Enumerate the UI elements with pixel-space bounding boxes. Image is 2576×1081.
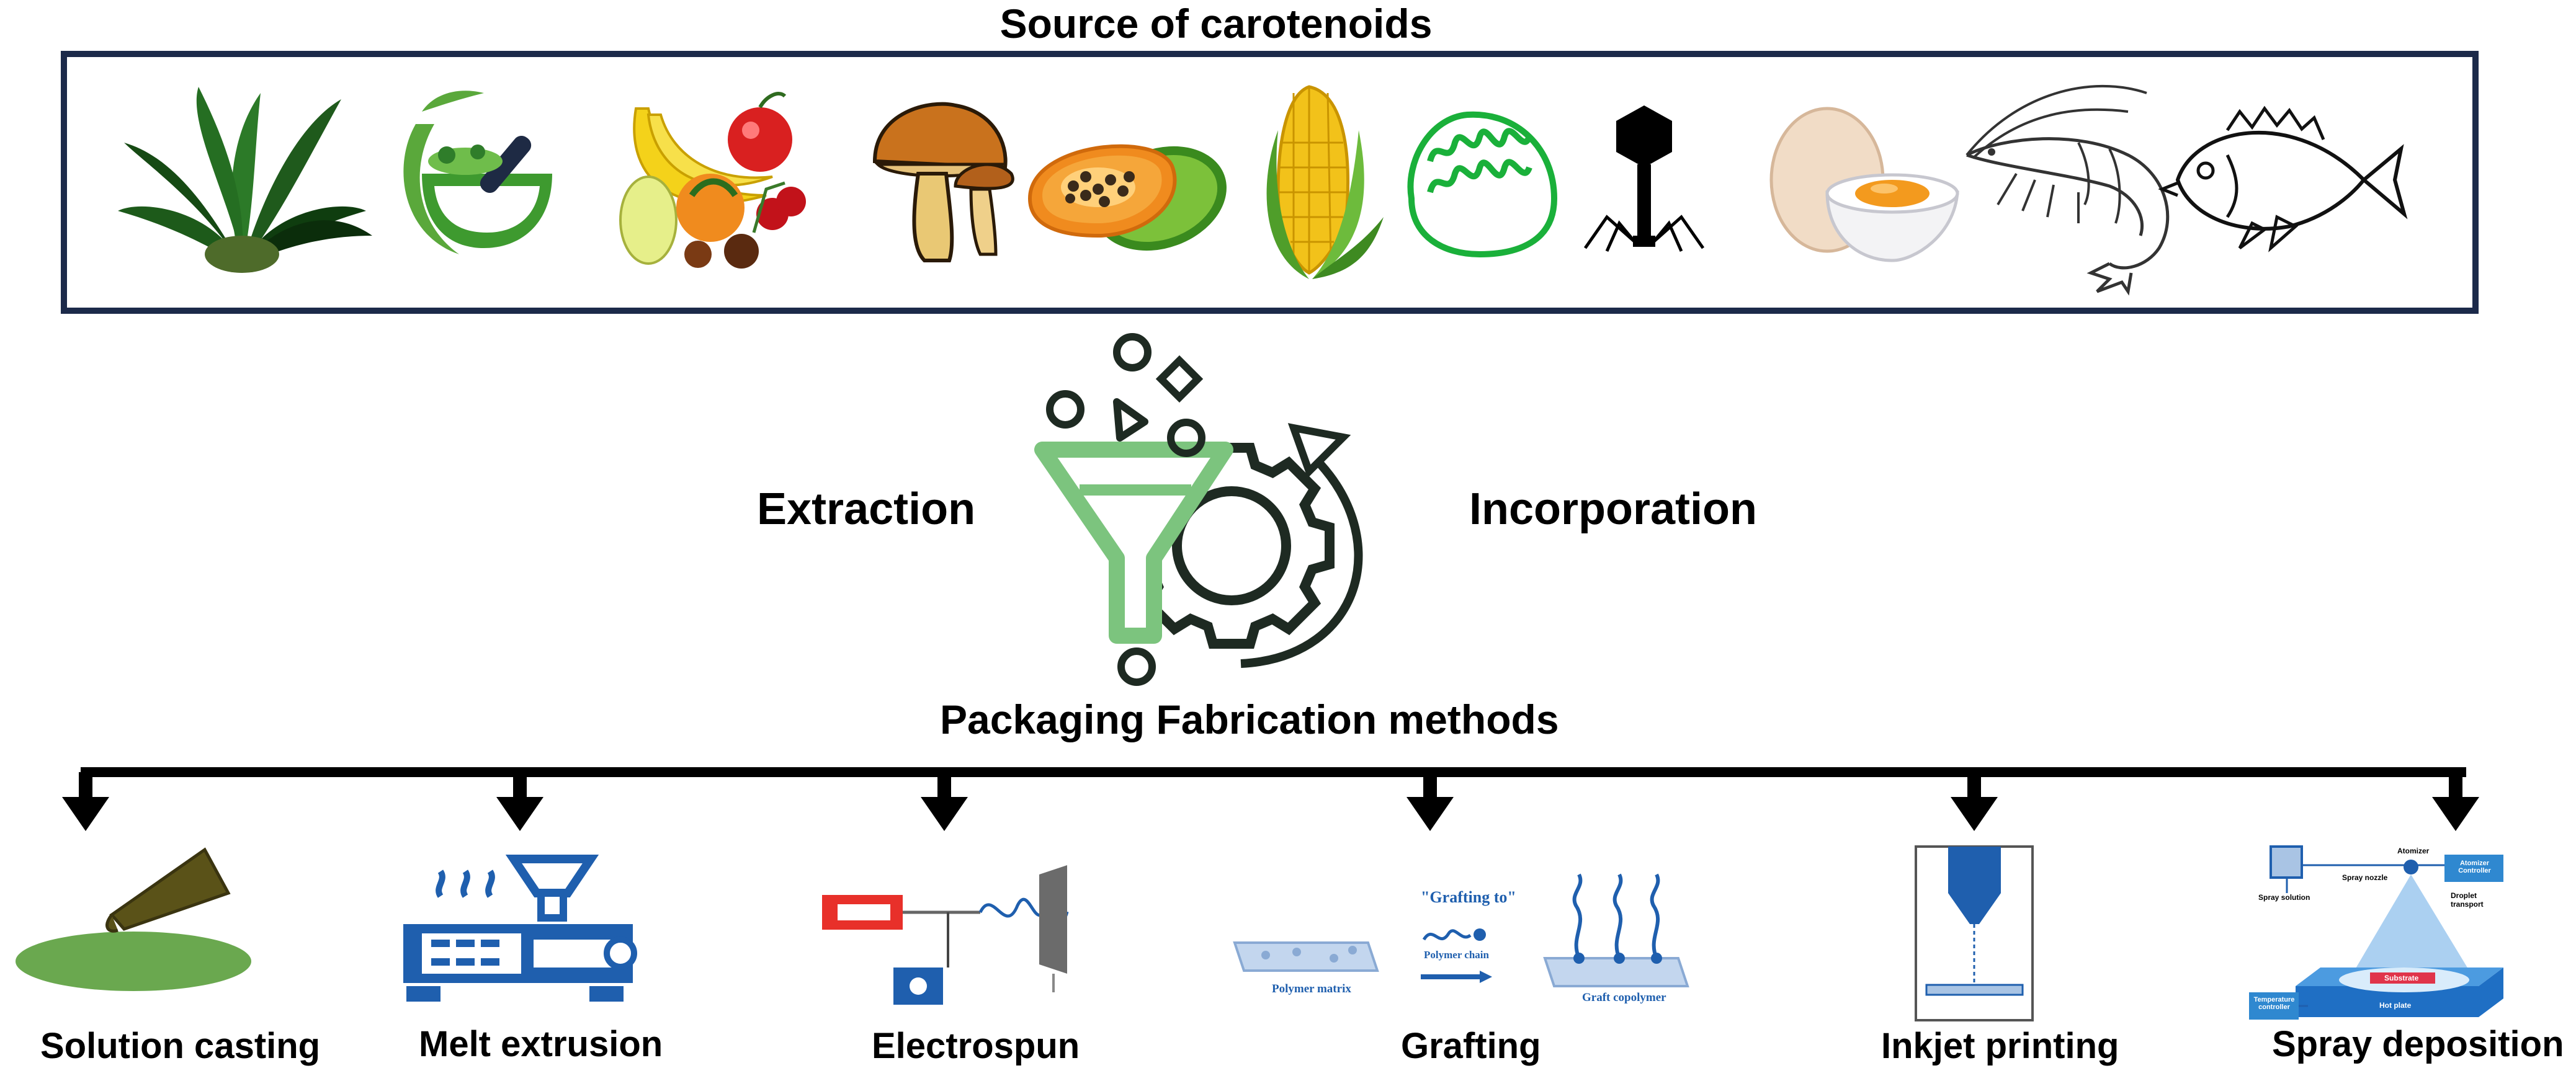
- source-frame: [61, 51, 2479, 314]
- mortar-herb-icon: [403, 91, 552, 254]
- bacteriophage-icon: [1583, 105, 1705, 252]
- mushroom-icon: [872, 102, 1014, 262]
- grafting-icon: [1233, 873, 1689, 987]
- fruits-icon: [619, 92, 806, 269]
- branch-arrow: [2432, 772, 2479, 831]
- algae-icon: [1407, 111, 1558, 258]
- fabrication-methods-title: Packaging Fabrication methods: [940, 696, 1559, 742]
- extruder-icon: [403, 855, 637, 1002]
- method-label-solution-casting: Solution casting: [40, 1026, 321, 1066]
- method-tree: [62, 767, 2479, 831]
- process-icon: [1034, 333, 1363, 686]
- hot-plate-label: Hot plate: [2379, 1001, 2412, 1010]
- inkjet-icon: [1915, 845, 2034, 1021]
- corn-icon: [1266, 85, 1384, 279]
- egg-icon: [1769, 107, 1959, 262]
- spray-nozzle-label: Spray nozzle: [2342, 873, 2388, 882]
- branch-arrow: [1407, 772, 1454, 831]
- shrimp-icon: [1966, 84, 2170, 296]
- funnel-icon: [1034, 442, 1233, 644]
- spray-solution-label: Spray solution: [2258, 893, 2310, 902]
- graft-copolymer-label: Graft copolymer: [1582, 991, 1666, 1004]
- method-label-electrospun: Electrospun: [872, 1026, 1080, 1066]
- method-label-grafting: Grafting: [1401, 1026, 1541, 1066]
- papaya-icon: [1027, 144, 1227, 251]
- incorporation-label: Incorporation: [1469, 484, 1757, 534]
- branch-arrow: [496, 772, 543, 831]
- atomizer-label: Atomizer: [2397, 847, 2430, 855]
- fish-icon: [2158, 105, 2408, 252]
- title: Source of carotenoids: [1000, 1, 1433, 47]
- branch-arrow: [1951, 772, 1998, 831]
- spray-icon: [2249, 845, 2503, 1020]
- method-label-melt-extrusion: Melt extrusion: [419, 1024, 663, 1064]
- atomizer-controller-label: Atomizer Controller: [2458, 860, 2491, 874]
- extraction-label: Extraction: [757, 484, 976, 534]
- plant-icon: [118, 87, 372, 273]
- electrospinning-icon: [822, 865, 1069, 1005]
- grafting-to-label: "Grafting to": [1421, 888, 1516, 906]
- polymer-chain-label: Polymer chain: [1424, 949, 1489, 961]
- cycle-arrow-icon: [1240, 449, 1363, 668]
- droplet-transport-label: Droplet transport: [2451, 891, 2484, 909]
- branch-arrow: [921, 772, 968, 831]
- polymer-matrix-label: Polymer matrix: [1272, 982, 1351, 995]
- method-label-inkjet-printing: Inkjet printing: [1881, 1026, 2119, 1066]
- branch-arrow: [62, 772, 109, 831]
- temperature-controller-label: Temperature controller: [2253, 996, 2295, 1011]
- method-label-spray-deposition: Spray deposition: [2272, 1024, 2564, 1064]
- solution-casting-icon: [16, 847, 251, 991]
- substrate-label: Substrate: [2384, 974, 2419, 982]
